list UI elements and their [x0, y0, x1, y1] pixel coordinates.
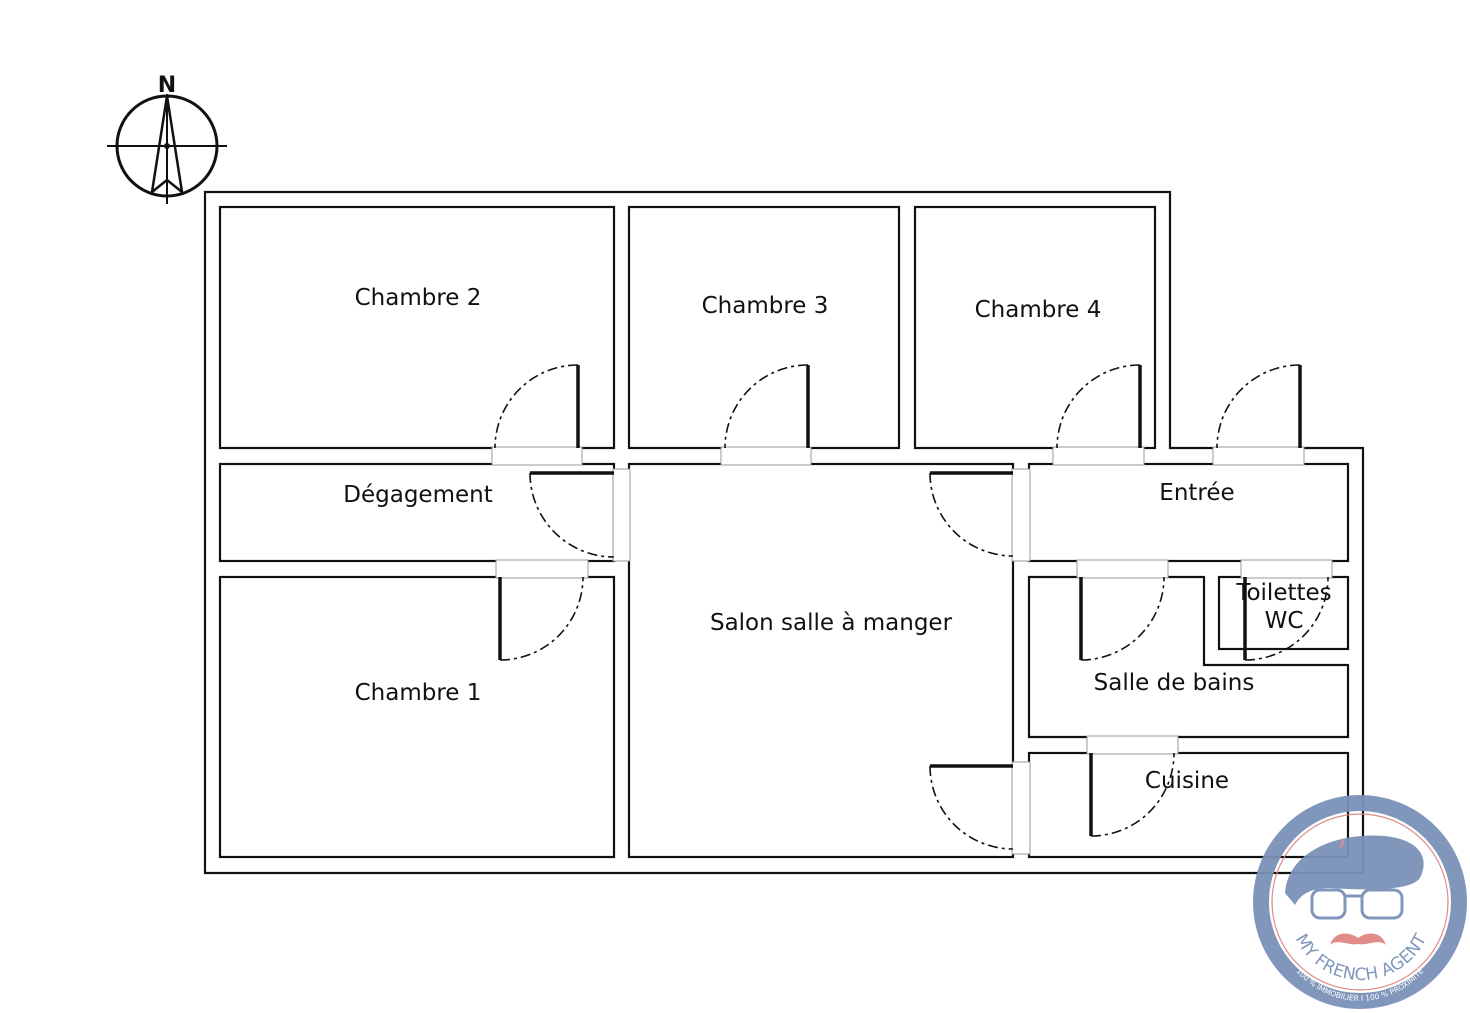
- door-chambre-2: [494, 364, 580, 449]
- room-salle-de-bains: [1027, 575, 1350, 739]
- door-chambre-1: [498, 576, 584, 661]
- room-entree: [1027, 462, 1350, 563]
- room-chambre-1: [218, 575, 616, 859]
- label-chambre-2: Chambre 2: [355, 285, 482, 311]
- door-entree: [1216, 364, 1302, 449]
- room-chambre-2: [218, 205, 616, 450]
- door-cuisine: [1089, 752, 1175, 837]
- door-salle-de-bains: [1079, 576, 1165, 661]
- label-entree: Entrée: [1159, 480, 1234, 506]
- label-chambre-1: Chambre 1: [355, 680, 482, 706]
- outer-wall: [203, 190, 1365, 875]
- my-french-agent-logo: MY FRENCH AGENT 100 % IMMOBILIER I 100 %…: [1253, 795, 1467, 1009]
- label-chambre-4: Chambre 4: [975, 297, 1102, 323]
- label-salon: Salon salle à manger: [710, 610, 953, 636]
- label-chambre-3: Chambre 3: [702, 293, 829, 319]
- label-degagement: Dégagement: [343, 482, 492, 508]
- label-wc: WC: [1265, 608, 1304, 634]
- room-chambre-4: [913, 205, 1157, 450]
- label-salle-de-bains: Salle de bains: [1094, 670, 1255, 696]
- room-chambre-3: [627, 205, 901, 450]
- room-salon: [627, 462, 1015, 859]
- compass-north-label: N: [158, 73, 176, 98]
- door-salon-cuisine: [929, 764, 1014, 850]
- door-chambre-4: [1056, 364, 1142, 449]
- door-chambre-3: [724, 364, 810, 449]
- north-compass-icon: N: [107, 73, 227, 204]
- door-toilettes: [1243, 576, 1329, 661]
- room-degagement: [218, 462, 616, 563]
- label-toilettes: Toilettes: [1235, 580, 1331, 606]
- door-salon-entree: [929, 471, 1014, 557]
- label-cuisine: Cuisine: [1145, 768, 1229, 794]
- door-degagement-salon: [529, 471, 615, 558]
- door-openings: [491, 446, 1333, 855]
